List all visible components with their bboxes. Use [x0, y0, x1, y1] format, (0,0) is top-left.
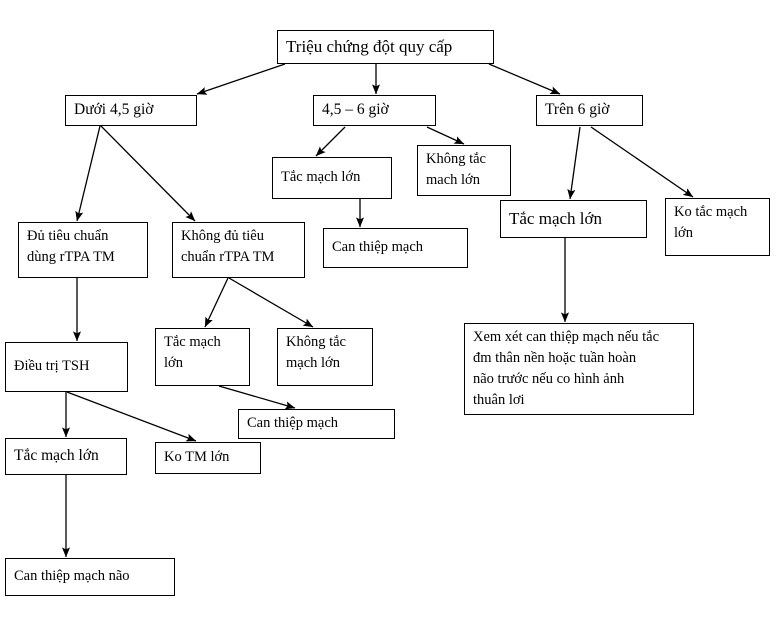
node-label: Dưới 4,5 giờ	[74, 101, 154, 119]
edge-l-tsh-to-l3-noocl	[66, 391, 197, 442]
node-mid-noocl[interactable]: Không tắc mach lớn	[417, 145, 511, 196]
edge-l-ineligible-to-l2-occl	[204, 277, 229, 328]
node-l-tsh[interactable]: Điều trị TSH	[5, 342, 128, 392]
node-r-occl[interactable]: Tắc mạch lớn	[500, 200, 647, 238]
node-l4-final[interactable]: Can thiệp mạch não	[5, 558, 175, 596]
node-label: Không đủ tiêu chuẩn rTPA TM	[181, 228, 275, 266]
node-label: Đủ tiêu chuẩn dùng rTPA TM	[27, 228, 115, 266]
node-label: Triệu chứng đột quy cấp	[286, 36, 453, 56]
edge-t45to6-to-mid-noocl	[426, 126, 465, 145]
node-label: Tắc mạch lớn	[14, 447, 99, 465]
node-root[interactable]: Triệu chứng đột quy cấp	[277, 30, 494, 64]
edge-root-to-under45	[196, 63, 286, 95]
node-under45[interactable]: Dưới 4,5 giờ	[65, 95, 197, 126]
node-label: Tắc mạch lớn	[164, 334, 221, 372]
node-l-ineligible[interactable]: Không đủ tiêu chuẩn rTPA TM	[172, 222, 305, 278]
node-over6[interactable]: Trên 6 giờ	[536, 95, 643, 126]
edge-under45-to-l-eligible	[75, 125, 101, 222]
node-l3-noocl[interactable]: Ko TM lớn	[155, 442, 261, 474]
node-l2-occl[interactable]: Tắc mạch lớn	[155, 328, 250, 386]
edge-l2-occl-to-l2-interv	[218, 385, 296, 410]
node-label: Tắc mạch lớn	[281, 169, 361, 186]
node-label: Ko TM lớn	[164, 449, 230, 466]
node-label: Điều trị TSH	[14, 358, 90, 375]
edge-over6-to-r-noocl	[590, 126, 694, 198]
node-label: Can thiệp mạch	[332, 239, 424, 256]
node-label: Không tắc mạch lớn	[286, 334, 346, 372]
edge-root-to-over6	[488, 63, 561, 95]
node-label: Không tắc mach lớn	[426, 151, 486, 189]
edge-t45to6-to-mid-occl	[315, 126, 346, 157]
edge-over6-to-r-occl	[567, 126, 581, 200]
node-mid-occl[interactable]: Tắc mạch lớn	[272, 157, 392, 199]
edge-l-ineligible-to-l2-noocl	[228, 277, 314, 328]
node-label: Ko tắc mạch lớn	[674, 204, 748, 242]
node-label: Can thiệp mạch não	[14, 568, 130, 585]
node-label: Tắc mạch lớn	[509, 208, 603, 228]
node-label: Trên 6 giờ	[545, 101, 610, 119]
node-r-noocl[interactable]: Ko tắc mạch lớn	[665, 198, 770, 256]
node-label: 4,5 – 6 giờ	[322, 101, 389, 119]
node-t45to6[interactable]: 4,5 – 6 giờ	[313, 95, 436, 126]
node-mid-interv[interactable]: Can thiệp mạch	[323, 228, 468, 268]
node-label: Xem xét can thiệp mạch nếu tắc đm thân n…	[473, 329, 660, 409]
node-l3-occl[interactable]: Tắc mạch lớn	[5, 438, 127, 475]
node-l-eligible[interactable]: Đủ tiêu chuẩn dùng rTPA TM	[18, 222, 148, 278]
edge-under45-to-l-ineligible	[100, 125, 196, 222]
node-r-consider[interactable]: Xem xét can thiệp mạch nếu tắc đm thân n…	[464, 323, 694, 415]
node-label: Can thiệp mạch	[247, 415, 339, 432]
node-l2-interv[interactable]: Can thiệp mạch	[238, 409, 395, 439]
node-l2-noocl[interactable]: Không tắc mạch lớn	[277, 328, 373, 386]
